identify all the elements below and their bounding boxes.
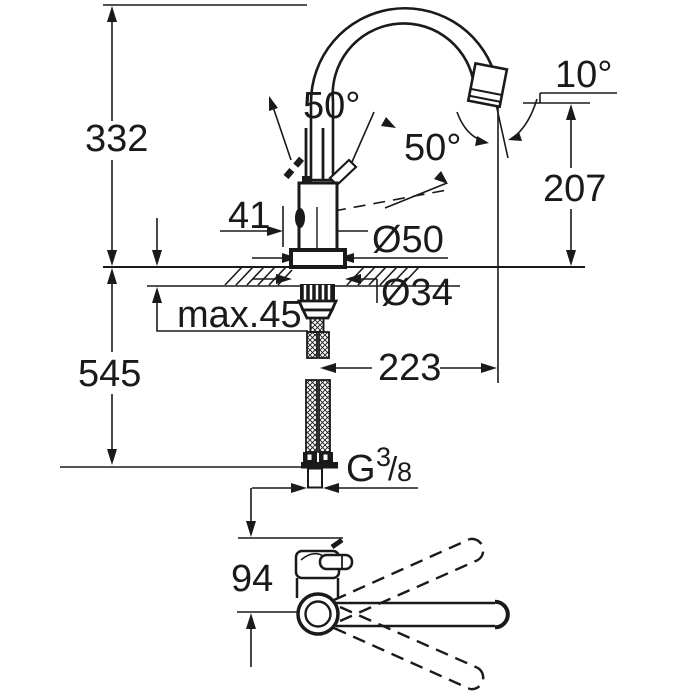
handle-rotated-left-dashed [283, 154, 306, 180]
spout-swivel-dashed [333, 537, 485, 691]
angle10-arc-left [456, 111, 487, 143]
label-thread-8: 8 [397, 457, 412, 487]
label-332: 332 [85, 118, 148, 160]
arrowheads [107, 6, 576, 629]
spout-bar-fill [336, 603, 507, 626]
hose-right-lower [318, 379, 331, 453]
label-94: 94 [231, 558, 273, 600]
washer-lower [300, 308, 335, 320]
lever-handle-up [304, 128, 325, 181]
label-41: 41 [228, 195, 270, 237]
angle10-arc-right [510, 98, 538, 140]
dome-curve [300, 552, 324, 561]
swivel-inner-circle [304, 600, 332, 628]
label-thread-slash: / [388, 450, 398, 487]
spout-bar-edges [336, 601, 495, 628]
lever-tip-stub [330, 537, 344, 550]
body-side-detail [295, 208, 305, 228]
label-207: 207 [543, 168, 606, 210]
handle-right-extension [351, 111, 375, 163]
label-545: 545 [78, 353, 141, 395]
lever-base [302, 176, 312, 184]
faucet-front-view [283, 7, 509, 489]
body-sides-top-view [295, 578, 340, 598]
g38-thread-stub [307, 467, 323, 489]
label-d50: Ø50 [372, 219, 444, 261]
lever-top-view [318, 553, 354, 571]
lever-down-dashed-line [333, 189, 448, 212]
hose-left-upper [306, 331, 318, 359]
nut-ribs [303, 285, 331, 300]
label-thread-g: G [346, 448, 376, 490]
handle-left-extension [269, 97, 292, 161]
hose-right-upper [318, 331, 330, 359]
dimension-lines [111, 13, 572, 667]
label-50deg-top: 50° [303, 85, 360, 127]
base-flange [289, 248, 347, 269]
angle-lines [269, 97, 538, 212]
hose-left-lower [305, 379, 318, 453]
faucet-top-view [294, 537, 510, 691]
label-50deg-side: 50° [404, 127, 461, 169]
max45-leader [156, 303, 308, 332]
label-thread-3: 3 [376, 442, 391, 472]
stream-10deg-line [495, 103, 509, 159]
label-223: 223 [378, 347, 441, 389]
threaded-stub [309, 317, 325, 333]
angle10-reference [539, 92, 617, 103]
spout-bar-cap [494, 599, 510, 630]
dimension-labels: 332 545 41 max.45 Ø50 Ø34 223 207 10° 50… [78, 54, 612, 600]
label-max45: max.45 [177, 294, 302, 336]
connector-band [301, 462, 338, 469]
label-10deg: 10° [555, 54, 612, 96]
label-d34: Ø34 [381, 272, 453, 314]
spout-aerator [466, 61, 509, 109]
